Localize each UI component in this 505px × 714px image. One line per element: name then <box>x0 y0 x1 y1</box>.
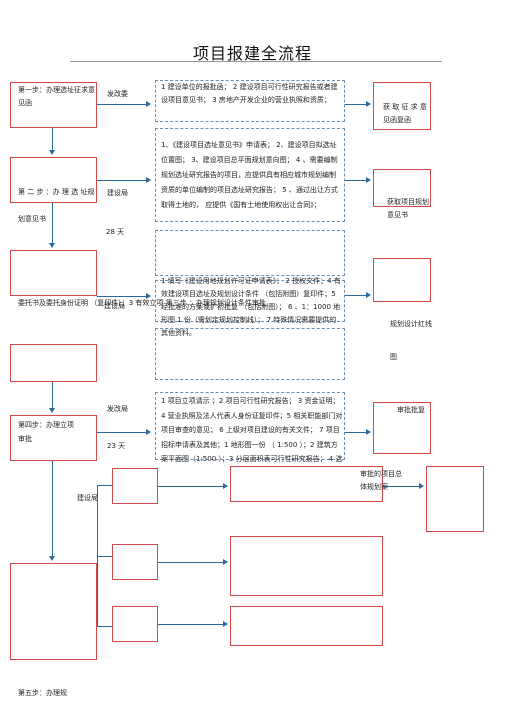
connector-arrow <box>146 177 151 183</box>
connector-line <box>345 104 367 105</box>
connector-line <box>158 486 224 487</box>
page-title: 项目报建全流程 <box>192 44 312 63</box>
step-5-sub-box <box>112 606 158 642</box>
step-3-label: 委托书及委托身份证明 （复印件）；3 有效立项 第三步 ：办理规划设计条件审批 <box>18 299 266 307</box>
step-5-sub-box <box>112 468 158 504</box>
connector-arrow <box>366 177 371 183</box>
step-1-agency: 发改委 <box>107 90 128 98</box>
step-3b-box <box>10 344 97 382</box>
step-5-agency: 建设局 <box>77 494 98 502</box>
connector-line <box>158 562 224 563</box>
step-4-days: 23 天 <box>107 442 126 450</box>
result-2-text: 获取项目规划意见书 <box>387 198 429 219</box>
connector-line <box>52 461 53 556</box>
step-4-agency: 发改局 <box>107 405 128 413</box>
step-5-detail-box <box>230 536 383 596</box>
result-4-text: 审批批复 <box>397 406 425 414</box>
connector-line <box>97 104 147 105</box>
connector-arrow <box>223 483 228 489</box>
step-2-agency: 建设局 <box>107 189 128 197</box>
result-1-box <box>373 82 431 130</box>
step-2-label: 第 二 步 ：办 理 选 址规划意见书 <box>18 188 95 223</box>
connector-line <box>158 624 224 625</box>
connector-arrow <box>49 408 55 413</box>
requirements-3-text: 1 填写《建设用地规划许可证申请表》； 2 授权文件；4 有效建设项目选址及规划… <box>161 277 341 337</box>
step-2-days: 28 天 <box>106 228 125 236</box>
result-4-box <box>373 402 431 454</box>
step-4-label: 第四步：办理立项审批 <box>18 421 74 443</box>
step-2-box <box>10 157 97 203</box>
connector-arrow <box>49 243 55 248</box>
connector-line <box>97 432 147 433</box>
connector-arrow <box>366 101 371 107</box>
requirements-1-text: 1 建设单位的报批函； 2 建设项目可行性研究报告或者建设项目意见书； 3 房地… <box>161 83 338 104</box>
connector-arrow <box>146 293 151 299</box>
requirements-4-box <box>155 392 345 460</box>
connector-line <box>97 180 147 181</box>
connector-line <box>383 486 420 487</box>
result-1-text: 获 取 征 求 意 见函复函 <box>383 103 427 124</box>
connector-arrow <box>146 429 151 435</box>
step-5-sub-box <box>112 544 158 580</box>
connector-arrow <box>146 101 151 107</box>
requirements-3b-box <box>155 328 345 380</box>
step-3-agency: 建设局 <box>104 302 125 310</box>
connector-line <box>52 382 53 408</box>
connector-line <box>97 485 112 486</box>
requirements-2b-box <box>155 230 345 276</box>
step-1-label: 第一步：办理选址征求意见函 <box>18 86 95 107</box>
step-5-box <box>10 563 97 660</box>
connector-arrow <box>49 556 55 561</box>
step-4-box <box>10 415 97 461</box>
connector-line <box>97 626 112 627</box>
connector-line <box>97 556 112 557</box>
connector-arrow <box>366 292 371 298</box>
requirements-2-text: 1、《建设项目选址意见书》申请表； 2、建设项目拟选址位置图； 3、建设项目总平… <box>161 141 338 209</box>
connector-arrow <box>223 621 228 627</box>
result-5-box <box>426 466 484 532</box>
result-2-box <box>373 169 431 207</box>
requirements-2-box <box>155 128 345 222</box>
title-rule <box>70 61 442 62</box>
footer-text: 第五步：办理规 <box>18 689 67 697</box>
connector-line <box>345 180 367 181</box>
connector-arrow <box>419 483 424 489</box>
connector-line <box>52 203 53 243</box>
requirements-4-text: 1 项目立项请示 ；2 项目可行性研究报告； 3 资金证明；4 营业执照及法人代… <box>161 397 343 463</box>
step-5-detail-box <box>230 466 383 502</box>
connector-arrow <box>366 429 371 435</box>
result-3-box <box>373 258 431 302</box>
requirements-3-box <box>155 280 345 322</box>
result-3-text: 规划设计红线图 <box>390 320 432 361</box>
result-5-text: 审批的项目总体规划案 <box>360 470 402 491</box>
step-3-box <box>10 250 97 296</box>
connector-arrow <box>49 150 55 155</box>
connector-line <box>345 432 367 433</box>
step-5-detail-box <box>230 606 383 646</box>
connector-line <box>345 295 367 296</box>
connector-line <box>97 296 147 297</box>
requirements-1-box <box>155 80 345 122</box>
step-1-box <box>10 82 97 128</box>
connector-line <box>52 128 53 150</box>
connector-arrow <box>223 559 228 565</box>
